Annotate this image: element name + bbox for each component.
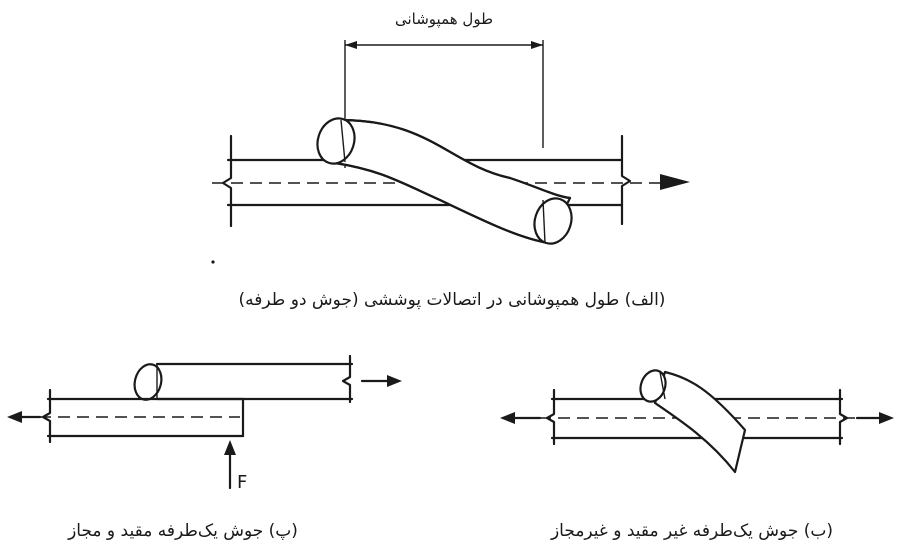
force-label: F [237,472,247,493]
caption-a: (الف) طول همپوشانی در اتصالات پوششی (جوش… [239,290,666,310]
break-mark-p-upper [341,354,352,404]
weld-a-right-edge [542,199,546,244]
break-mark-left [221,134,233,228]
figure-a-lap-joint: طول همپوشانی (الف) طول همپوشانی در اتصال… [211,10,690,310]
weld-b [639,369,667,403]
overlap-length-label: طول همپوشانی [395,10,493,29]
tension-arrow-b-left [500,412,515,424]
tension-arrow-b-right [879,412,894,424]
tension-arrow-p-right [387,375,402,387]
force-arrowhead [224,440,236,455]
weld-b-edge [659,371,666,400]
stray-dot [211,260,215,264]
break-mark-b-right [838,388,849,446]
weld-a-left-edge [340,119,346,163]
caption-b: (ب) جوش یک‌طرفه غیر مقید و غیرمجاز [550,521,833,541]
dimension-arrowhead-left [345,41,357,49]
weld-a-left [316,117,356,165]
tension-arrow-a [660,174,690,190]
break-mark-right [620,134,632,226]
bent-plate-a-bottom [333,161,550,245]
dimension-arrowhead-right [531,41,543,49]
tension-arrow-p-left [7,411,22,423]
figure-b-unrestrained-weld: (ب) جوش یک‌طرفه غیر مقید و غیرمجاز [500,369,894,541]
figure-p-restrained-weld: F (پ) جوش یک‌طرفه مقید و مجاز [7,354,402,541]
tilted-plate-b [653,370,747,474]
weld-p [133,363,163,401]
caption-p: (پ) جوش یک‌طرفه مقید و مجاز [67,521,298,541]
break-mark-p-lower [41,388,52,444]
bent-plate-a-top [338,118,572,200]
break-mark-b-left [545,388,556,446]
